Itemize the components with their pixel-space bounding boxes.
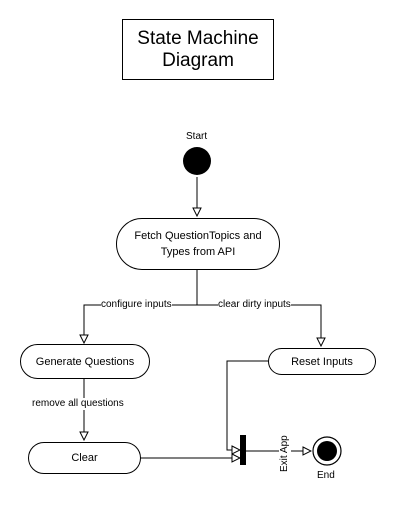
- start-label: Start: [186, 131, 208, 142]
- reset-label: Reset Inputs: [291, 355, 353, 368]
- join-bar: [240, 435, 246, 465]
- edge-reset-to-fork: [226, 360, 268, 450]
- state-clear: Clear: [28, 442, 141, 474]
- edge-label-exit-app: Exit App: [279, 433, 291, 474]
- state-reset-inputs: Reset Inputs: [268, 348, 376, 375]
- edge-label-remove-all: remove all questions: [32, 398, 124, 410]
- end-label: End: [317, 470, 335, 481]
- clear-label: Clear: [71, 452, 98, 464]
- diagram-title: State Machine Diagram: [122, 19, 274, 80]
- fetch-label-line-2: Types from API: [160, 246, 236, 258]
- edge-to-reset: [197, 304, 321, 346]
- title-line-1: State Machine: [137, 27, 259, 49]
- end-node-inner: [317, 441, 337, 461]
- title-line-2: Diagram: [162, 49, 234, 71]
- state-fetch: Fetch QuestionTopics and Types from API: [116, 218, 280, 270]
- fetch-label-line-1: Fetch QuestionTopics and: [134, 230, 262, 242]
- edge-label-clear-dirty: clear dirty inputs: [218, 299, 291, 311]
- edge-label-configure: configure inputs: [101, 299, 172, 311]
- generate-label: Generate Questions: [35, 355, 135, 368]
- start-node: [183, 147, 211, 175]
- state-generate-questions: Generate Questions: [20, 344, 150, 379]
